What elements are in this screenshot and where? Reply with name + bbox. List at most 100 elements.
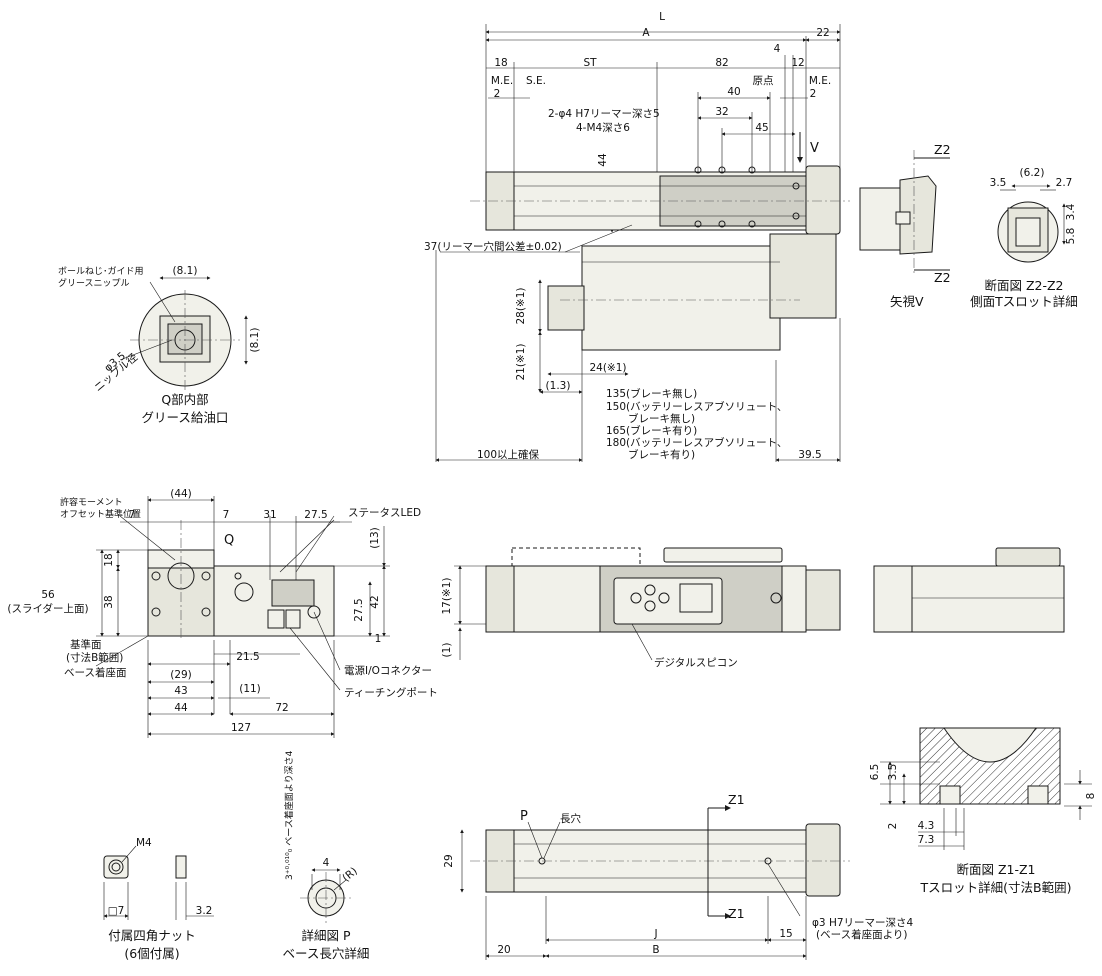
me-right: M.E. (809, 75, 831, 87)
slot-label: 長穴 (560, 812, 581, 825)
dim-4-3: 4.3 (918, 820, 935, 832)
dim-127: 127 (231, 722, 251, 734)
dim-17: 17(※1) (441, 577, 453, 614)
dim-27-5: 27.5 (304, 509, 327, 521)
dim-45: 45 (755, 122, 768, 134)
nut-m4: M4 (136, 837, 152, 849)
arrow-view-caption: 矢視V (890, 294, 924, 309)
end-view: 許容モーメント オフセット基準位置 (44) 7 7 Q 31 27.5 ステー… (7, 488, 438, 738)
slider-top-label: (スライダー上面) (7, 602, 88, 615)
z2-bottom-label: Z2 (934, 270, 951, 285)
dim-44: 44 (597, 153, 609, 167)
section-z2-caption: 断面図 Z2-Z2 (984, 278, 1063, 293)
bottom-view: P 長穴 Z1 Z1 29 φ3 H7リーマー深さ4 (ベース着座面より) J … (443, 792, 914, 960)
p-detail: 3⁺⁰·⁰¹⁰₀ ベース着座面より深さ4 4 (R) 詳細図 P ベース長穴詳細 (283, 750, 370, 961)
view-v-label: V (810, 141, 819, 156)
base-label-1: 基準面 (70, 638, 102, 651)
dim-2-7: 2.7 (1056, 177, 1073, 189)
z2-top-label: Z2 (934, 142, 951, 157)
dim-11: (11) (239, 683, 261, 695)
nut-dim-3-2: 3.2 (196, 905, 213, 917)
q-label: Q (224, 533, 234, 548)
dim-40: 40 (727, 86, 740, 98)
dim-3-5-z1: 3.5 (887, 764, 899, 781)
hole-reamer-label: 2-φ4 H7リーマー深さ5 (548, 108, 660, 120)
dim-38: 38 (103, 595, 115, 608)
nipple-label-2: グリースニップル (58, 277, 130, 289)
dim-12: 12 (791, 57, 804, 69)
dim-18: 18 (494, 57, 507, 69)
motor-line-3: ブレーキ無し) (628, 412, 695, 425)
dim-72: 72 (275, 702, 288, 714)
dim-7-3: 7.3 (918, 834, 935, 846)
base-label-2: (寸法B範囲) (66, 651, 123, 664)
nut-caption-1: 付属四角ナット (108, 928, 196, 943)
p-detail-dim-4: 4 (323, 857, 330, 869)
z1-section: 6.5 3.5 2 4.3 7.3 8 断面図 Z1-Z1 Tスロット詳細(寸法… (869, 727, 1097, 895)
dim-39-5: 39.5 (798, 449, 821, 461)
dim-2b: 2 (810, 88, 817, 100)
z1-bottom-label: Z1 (728, 906, 745, 921)
top-view: L A 22 4 18 ST 82 12 M.E. S.E. 原点 M.E. 2… (424, 11, 850, 462)
nut-dim-7: □7 (108, 905, 125, 917)
dim-3-5: 3.5 (990, 177, 1007, 189)
reamer-tolerance: 37(リーマー穴間公差±0.02) (424, 240, 562, 253)
motor-line-6: ブレーキ有り) (628, 448, 695, 461)
dim-27-5b: 27.5 (353, 598, 365, 621)
dim-29-bottom: 29 (443, 854, 455, 867)
dim-2-z1: 2 (887, 823, 899, 830)
dim-18: 18 (103, 553, 115, 566)
dim-29: (29) (170, 669, 192, 681)
dim-44-top: (44) (170, 488, 192, 500)
dim-7-left: 7 (129, 509, 136, 521)
dim-8-1-side: (8.1) (249, 328, 261, 353)
p-detail-depth: 3⁺⁰·⁰¹⁰₀ ベース着座面より深さ4 (283, 750, 295, 880)
q-caption-2: グリース給油口 (142, 410, 229, 425)
se-label: S.E. (526, 75, 546, 87)
motor-line-4: 165(ブレーキ有り) (606, 424, 697, 437)
dim-4: 4 (774, 43, 781, 55)
motor-line-2: 150(バッテリーレスアブソリュート、 (606, 400, 787, 413)
dim-28: 28(※1) (515, 287, 527, 324)
dim-J: J (653, 928, 657, 940)
p-detail-r: (R) (340, 865, 360, 884)
dim-13: (13) (369, 527, 381, 549)
dim-44-bottom: 44 (174, 702, 188, 714)
z1-top-label: Z1 (728, 792, 745, 807)
q-detail: ボールねじ･ガイド用 グリースニップル (8.1) (8.1) φ3.5 ニップ… (58, 265, 261, 425)
dim-2a: 2 (494, 88, 501, 100)
dim-1: 1 (375, 633, 382, 645)
section-z1-caption: 断面図 Z1-Z1 (956, 862, 1035, 877)
power-connector-label: 電源I/Oコネクター (344, 664, 432, 677)
dim-82: 82 (715, 57, 728, 69)
dim-7-right: 7 (223, 509, 230, 521)
section-z1-subcaption: Tスロット詳細(寸法B範囲) (920, 880, 1072, 895)
p-detail-caption-1: 詳細図 P (301, 928, 350, 943)
dim-56: 56 (41, 589, 55, 601)
dim-ST: ST (583, 57, 597, 69)
p-detail-caption-2: ベース長穴詳細 (283, 946, 370, 961)
dim-6-5: 6.5 (869, 764, 881, 781)
motor-line-5: 180(バッテリーレスアブソリュート、 (606, 436, 787, 449)
dim-24: 24(※1) (589, 362, 626, 374)
dim-1-side: (1) (441, 643, 453, 658)
dim-22: 22 (816, 27, 829, 39)
dim-3-4: 3.4 (1065, 203, 1077, 220)
p-label: P (520, 809, 528, 824)
dim-32: 32 (715, 106, 728, 118)
bottom-hole-label: φ3 H7リーマー深さ4 (812, 917, 914, 929)
digital-spicon-label: デジタルスピコン (654, 656, 738, 669)
dim-42: 42 (369, 595, 381, 608)
moment-label-1: 許容モーメント (60, 496, 123, 508)
dim-6-2: (6.2) (1020, 167, 1045, 179)
dim-1-3: (1.3) (546, 380, 571, 392)
dim-L: L (659, 11, 665, 23)
section-z2-subcaption: 側面Tスロット詳細 (970, 294, 1078, 309)
square-nut: M4 □7 3.2 付属四角ナット (6個付属) (103, 837, 214, 961)
dim-20: 20 (497, 944, 510, 956)
dim-21: 21(※1) (515, 343, 527, 380)
nut-caption-2: (6個付属) (124, 946, 179, 961)
dim-B: B (652, 944, 659, 956)
hole-tap-label: 4-M4深さ6 (576, 122, 630, 134)
